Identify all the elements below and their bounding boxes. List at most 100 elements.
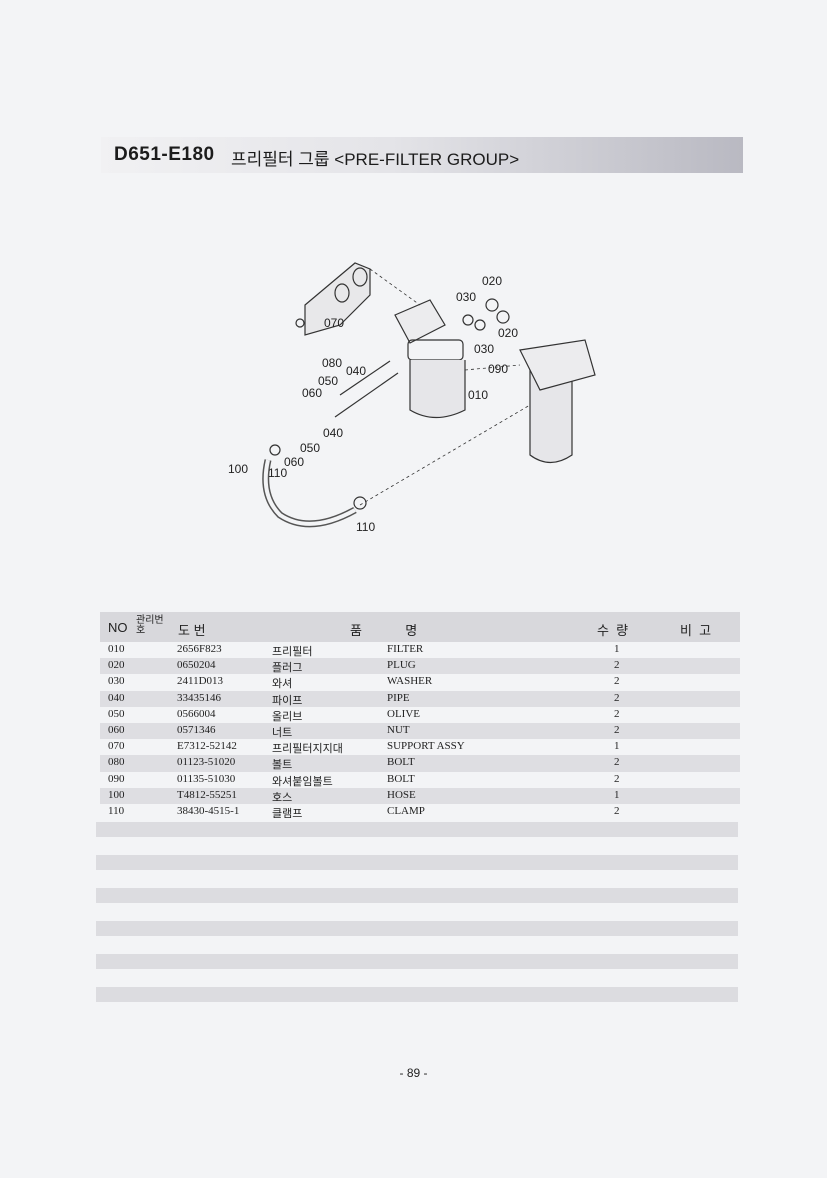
row-part: 0566004 <box>177 707 216 720</box>
row-no: 010 <box>108 643 125 655</box>
row-part: 0650204 <box>177 659 216 672</box>
callout-label: 060 <box>284 455 304 469</box>
row-en: HOSE <box>387 788 416 801</box>
table-row: 050 0566004 올리브 OLIVE 2 <box>100 707 740 723</box>
table-row: 090 01135-51030 와셔붙임볼트 BOLT 2 <box>100 772 740 788</box>
row-part: 01135-51030 <box>177 772 236 785</box>
callout-label: 040 <box>323 426 343 440</box>
row-en: PLUG <box>387 659 416 672</box>
callout-label: 110 <box>268 466 287 480</box>
empty-row-band <box>96 822 738 837</box>
table-row: 110 38430-4515-1 클램프 CLAMP 2 <box>100 804 740 820</box>
row-kr: 파이프 <box>272 694 303 707</box>
row-kr: 플러그 <box>272 662 303 675</box>
table-row: 010 2656F823 프리필터 FILTER 1 <box>100 642 740 658</box>
callout-label: 110 <box>356 520 375 534</box>
table-row: 100 T4812-55251 호스 HOSE 1 <box>100 787 740 804</box>
parts-table-body: 010 2656F823 프리필터 FILTER 1 020 0650204 플… <box>100 642 740 820</box>
row-en: OLIVE <box>387 707 420 720</box>
row-part: 38430-4515-1 <box>177 804 240 817</box>
row-en: BOLT <box>387 756 415 769</box>
empty-row-band <box>96 987 738 1002</box>
page-number: - 89 - <box>399 1066 428 1080</box>
row-no: 090 <box>108 772 125 785</box>
row-en: WASHER <box>387 675 433 688</box>
table-row: 080 01123-51020 볼트 BOLT 2 <box>100 755 740 772</box>
table-row: 020 0650204 플러그 PLUG 2 <box>100 658 740 675</box>
row-qty: 2 <box>614 804 620 817</box>
row-kr: 호스 <box>272 791 293 804</box>
col-mgmt: 관리번호 <box>136 615 164 636</box>
col-no: NO <box>108 620 128 635</box>
empty-row-band <box>96 954 738 969</box>
exploded-parts-diagram: 070 080 040 050 060 040 050 060 100 110 … <box>228 262 596 534</box>
row-no: 050 <box>108 707 125 720</box>
callout-label: 070 <box>324 316 344 330</box>
row-qty: 1 <box>614 788 620 801</box>
table-row: 070 E7312-52142 프리필터지지대 SUPPORT ASSY 1 <box>100 739 740 755</box>
empty-row-band <box>96 888 738 903</box>
table-row: 060 0571346 너트 NUT 2 <box>100 722 740 740</box>
section-code: D651-E180 <box>114 144 215 165</box>
row-qty: 2 <box>614 772 620 785</box>
callout-label: 050 <box>318 374 338 388</box>
callout-label: 020 <box>498 326 518 340</box>
callout-label: 100 <box>228 462 248 476</box>
row-qty: 1 <box>614 643 620 655</box>
row-qty: 2 <box>614 756 620 769</box>
row-no: 070 <box>108 740 125 753</box>
row-kr: 올리브 <box>272 710 303 723</box>
row-part: 33435146 <box>177 691 221 704</box>
section-title: 프리필터 그룹 <PRE-FILTER GROUP> <box>231 150 520 169</box>
row-kr: 프리필터지지대 <box>272 743 343 756</box>
row-no: 110 <box>108 804 125 817</box>
row-no: 040 <box>108 691 125 704</box>
title-bar: D651-E180 프리필터 그룹 <PRE-FILTER GROUP> <box>101 137 743 173</box>
row-part: 2411D013 <box>177 675 224 688</box>
callout-label: 030 <box>474 342 494 356</box>
parts-table-header: NO 관리번호 도 번 품 명 수 량 비 고 <box>100 612 740 642</box>
row-kr: 와셔붙임볼트 <box>272 775 333 788</box>
callout-label: 060 <box>302 386 322 400</box>
empty-row-band <box>96 921 738 936</box>
row-en: NUT <box>387 723 410 736</box>
callout-label: 080 <box>322 356 342 370</box>
col-name: 품 명 <box>350 623 418 638</box>
row-kr: 와셔 <box>272 678 293 691</box>
empty-row-band <box>96 855 738 870</box>
table-row: 040 33435146 파이프 PIPE 2 <box>100 690 740 707</box>
empty-table-bands <box>96 822 738 1020</box>
row-part: 2656F823 <box>177 643 222 655</box>
row-kr: 클램프 <box>272 807 303 820</box>
row-qty: 2 <box>614 723 620 736</box>
col-qty: 수 량 <box>597 623 629 638</box>
callout-label: 020 <box>482 274 502 288</box>
row-qty: 2 <box>614 675 620 688</box>
callout-label: 010 <box>468 388 488 402</box>
row-no: 060 <box>108 723 125 736</box>
row-part: 0571346 <box>177 723 216 736</box>
row-no: 020 <box>108 659 125 672</box>
callout-label: 090 <box>488 362 508 376</box>
row-qty: 2 <box>614 691 620 704</box>
col-remark: 비 고 <box>680 623 712 638</box>
callout-label: 040 <box>346 364 366 378</box>
row-en: FILTER <box>387 643 424 655</box>
table-row: 030 2411D013 와셔 WASHER 2 <box>100 674 740 690</box>
row-qty: 2 <box>614 707 620 720</box>
row-qty: 1 <box>614 740 620 753</box>
col-part: 도 번 <box>178 623 206 638</box>
row-kr: 프리필터 <box>272 646 313 658</box>
row-no: 100 <box>108 788 125 801</box>
row-en: PIPE <box>387 691 410 704</box>
row-kr: 볼트 <box>272 759 293 772</box>
row-en: BOLT <box>387 772 415 785</box>
row-no: 030 <box>108 675 125 688</box>
row-part: 01123-51020 <box>177 756 236 769</box>
row-qty: 2 <box>614 659 620 672</box>
row-kr: 너트 <box>272 726 293 739</box>
row-no: 080 <box>108 756 125 769</box>
row-en: CLAMP <box>387 804 425 817</box>
row-part: E7312-52142 <box>177 740 237 753</box>
callout-label: 050 <box>300 441 320 455</box>
